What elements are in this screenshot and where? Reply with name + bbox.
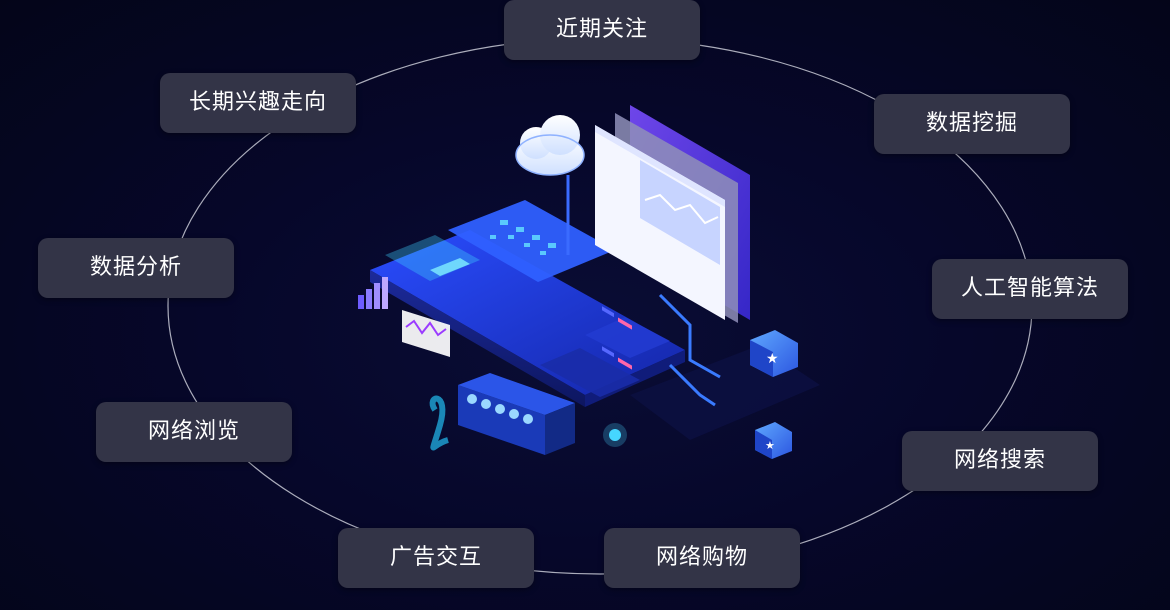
svg-text:★: ★	[765, 439, 775, 452]
cloud-icon	[515, 115, 585, 255]
dashboard-screen	[595, 125, 725, 370]
logo-cube-icon: ★	[755, 422, 792, 459]
bar-chart-icon	[358, 277, 388, 309]
tag-data-analysis[interactable]: 数据分析	[38, 238, 234, 298]
tag-ad-interaction[interactable]: 广告交互	[338, 528, 534, 588]
tag-online-shopping[interactable]: 网络购物	[604, 528, 800, 588]
data-platform-illustration: ★ ★	[358, 105, 820, 459]
tag-data-mining[interactable]: 数据挖掘	[874, 94, 1070, 154]
server-rack-icon	[429, 373, 575, 455]
tag-web-search[interactable]: 网络搜索	[902, 431, 1098, 491]
logo-cube-icon: ★	[750, 330, 798, 377]
tag-recent-focus[interactable]: 近期关注	[504, 0, 700, 60]
tag-long-term-interest[interactable]: 长期兴趣走向	[160, 73, 356, 133]
tag-web-browsing[interactable]: 网络浏览	[96, 402, 292, 462]
tag-ai-algorithm[interactable]: 人工智能算法	[932, 259, 1128, 319]
svg-text:★: ★	[766, 351, 779, 367]
